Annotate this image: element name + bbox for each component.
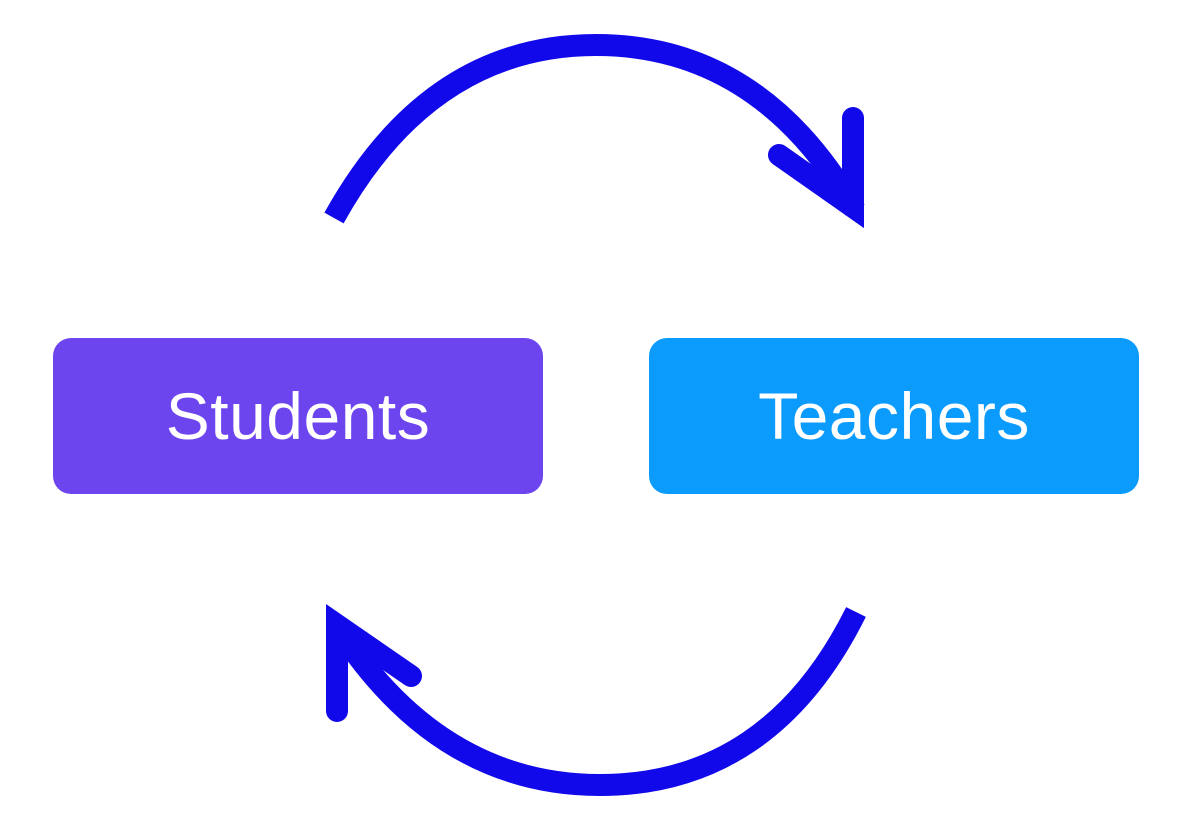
arrow-teachers-to-students	[326, 604, 866, 797]
students-node: Students	[53, 338, 543, 494]
arrow-top-head	[768, 107, 864, 229]
teachers-label: Teachers	[758, 379, 1030, 453]
arrow-students-to-teachers	[324, 33, 865, 229]
arrow-top-arc	[324, 33, 865, 224]
arrow-bottom-arc	[328, 607, 866, 797]
teachers-node: Teachers	[649, 338, 1139, 494]
students-label: Students	[165, 379, 431, 453]
arrow-bottom-head	[326, 604, 422, 722]
